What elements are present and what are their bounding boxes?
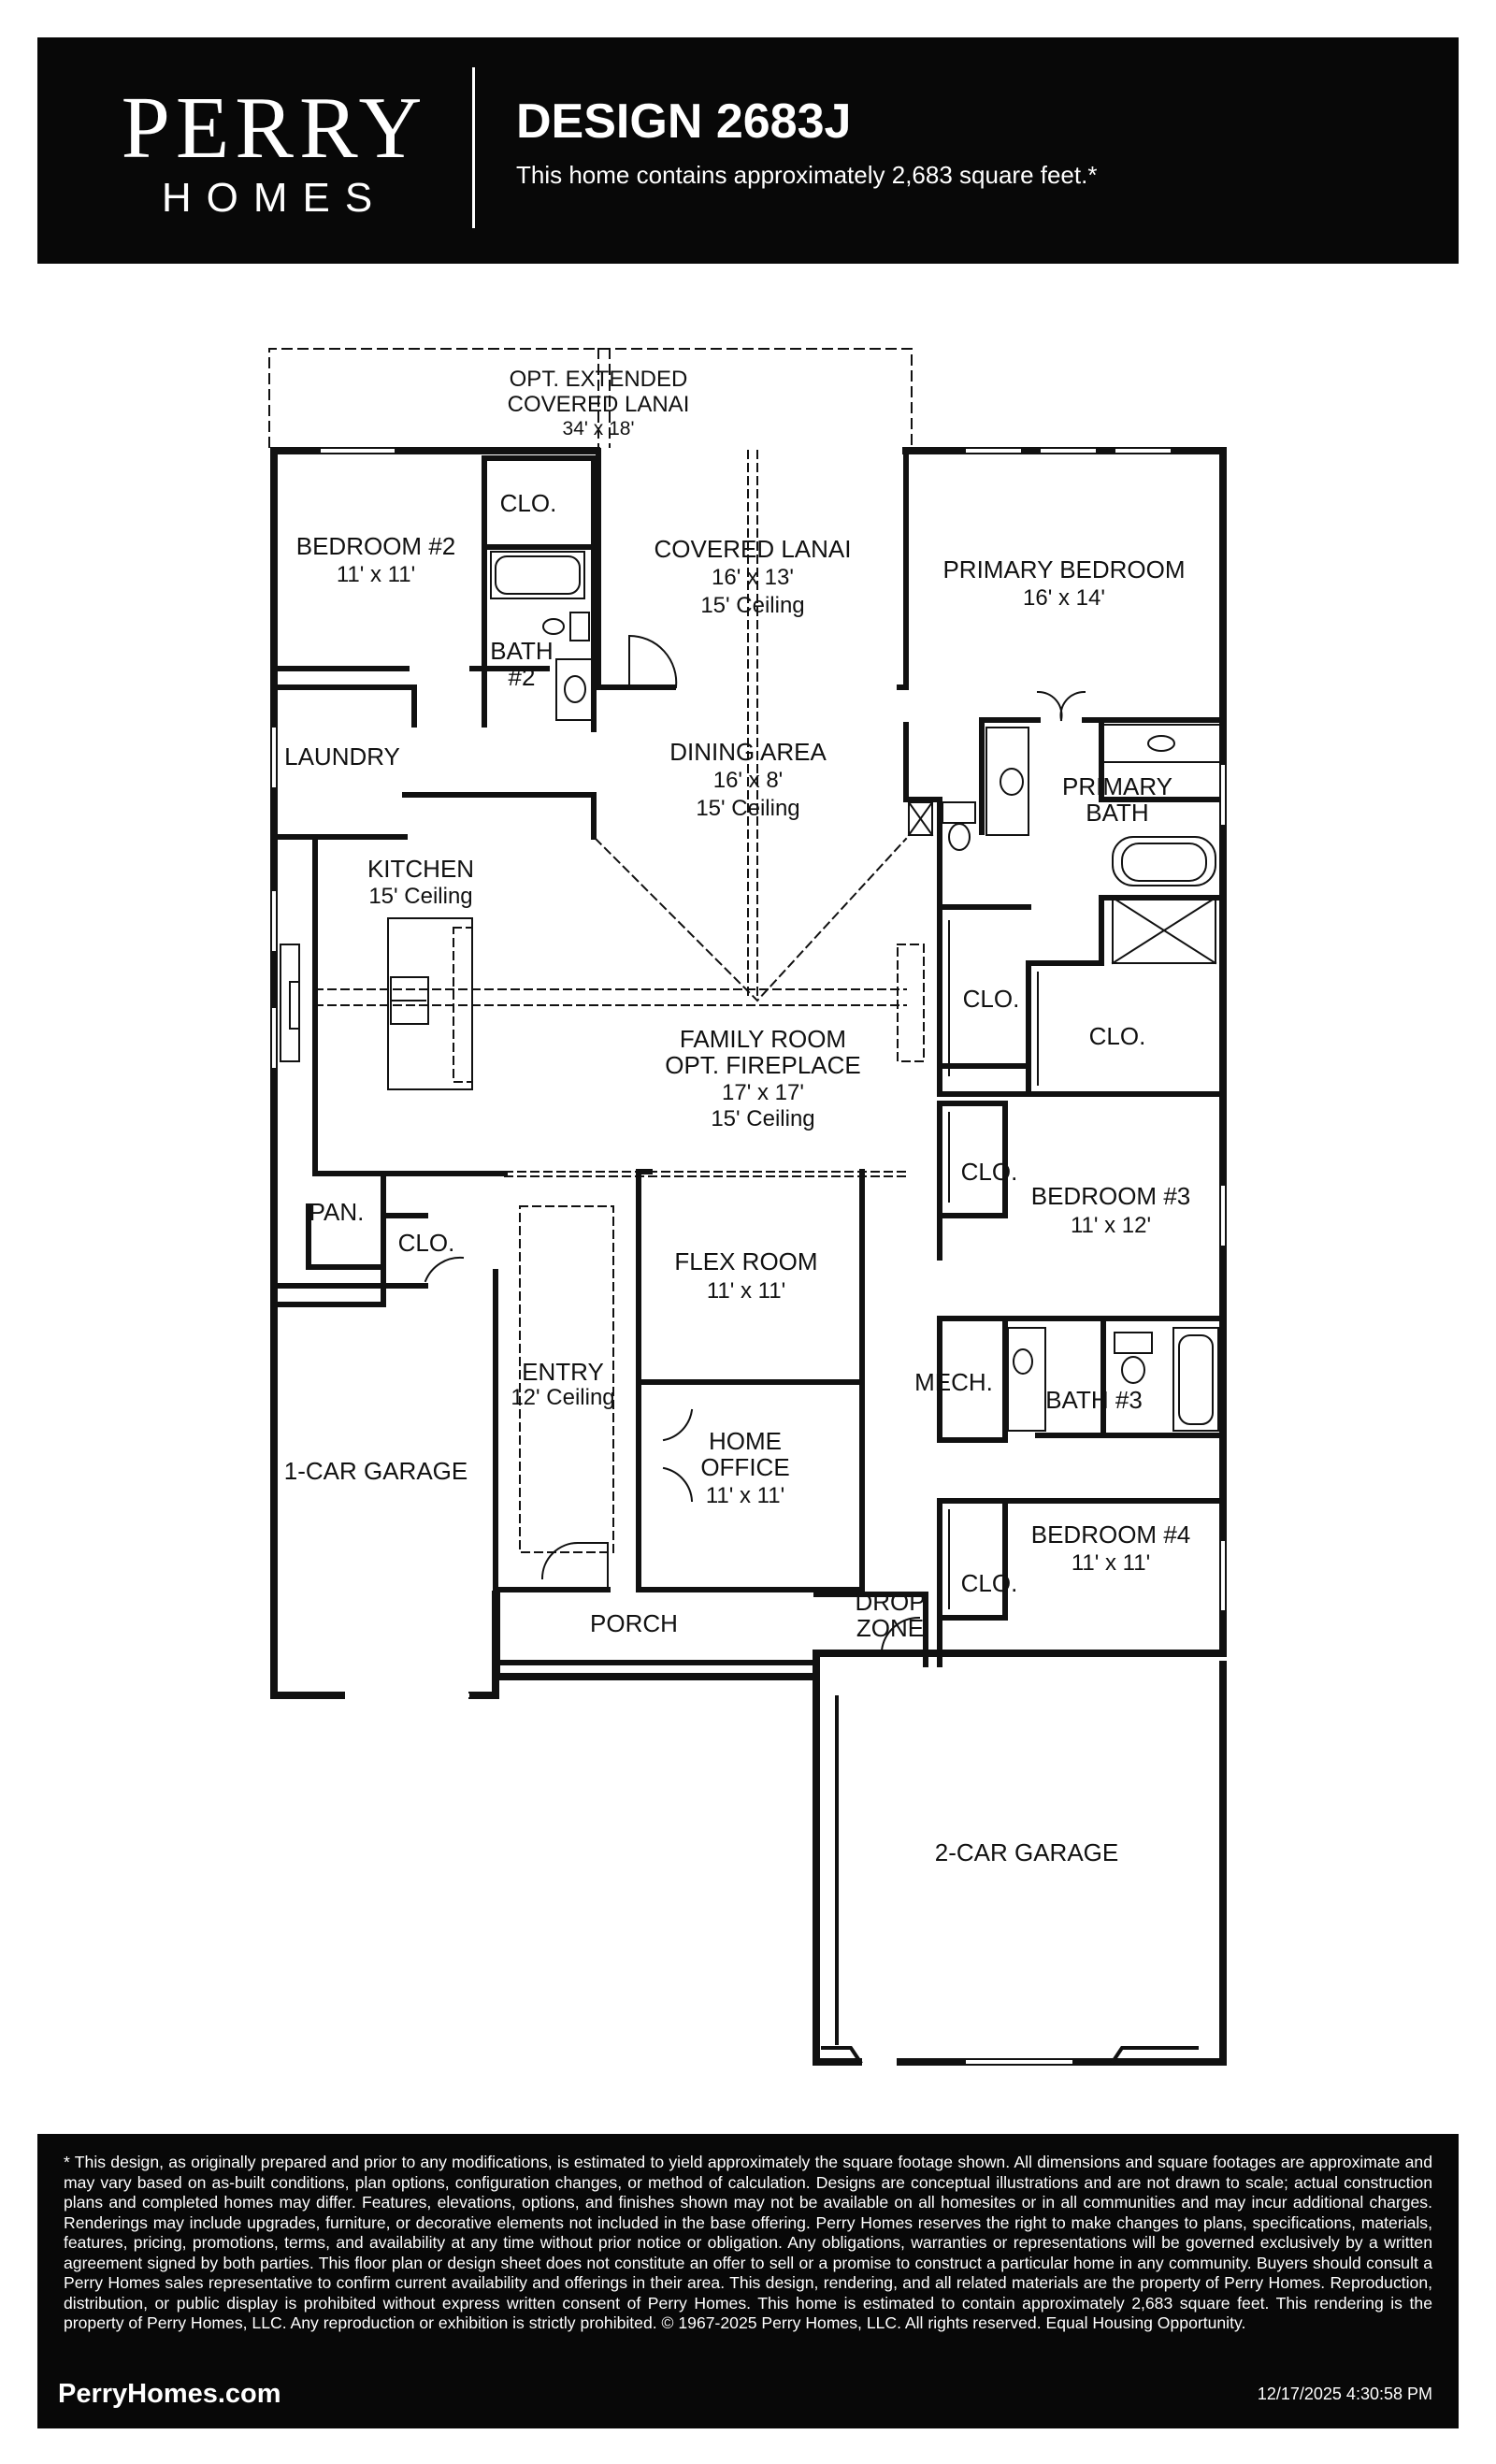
- dining-area-size: 16' x 8': [713, 768, 784, 793]
- primary-closet-2-label: CLO.: [1089, 1022, 1146, 1050]
- covered-lanai-size: 16' x 13': [712, 565, 794, 590]
- header-banner: PERRY HOMES DESIGN 2683J This home conta…: [37, 37, 1459, 264]
- room-labels: OPT. EXTENDED COVERED LANAI 34' x 18' BE…: [284, 367, 1191, 1866]
- bath-fixtures: [485, 462, 1221, 1609]
- garage-door: [821, 1695, 1199, 2065]
- design-title: DESIGN 2683J: [516, 94, 852, 149]
- bath-2-label-1: BATH: [490, 637, 553, 665]
- kitchen-label: KITCHEN: [367, 855, 474, 883]
- brand-logo-homes: HOMES: [161, 175, 388, 221]
- flex-room-size: 11' x 11': [707, 1278, 785, 1304]
- pantry-label: PAN.: [309, 1198, 365, 1226]
- home-office-label-2: OFFICE: [700, 1453, 789, 1481]
- dining-area-label: DINING AREA: [669, 738, 827, 766]
- bedroom-2-label: BEDROOM #2: [296, 532, 456, 560]
- bedroom-2-closet-label: CLO.: [500, 489, 557, 517]
- bedroom-3-size: 11' x 12': [1071, 1213, 1151, 1238]
- garage-1-label: 1-CAR GARAGE: [284, 1457, 468, 1485]
- print-timestamp: 12/17/2025 4:30:58 PM: [1257, 2385, 1432, 2403]
- bedroom-3-closet-label: CLO.: [961, 1158, 1018, 1186]
- disclaimer-text: * This design, as originally prepared an…: [64, 2153, 1432, 2332]
- windows: [272, 449, 1225, 2064]
- door-swings: [424, 634, 1086, 1652]
- website-link[interactable]: PerryHomes.com: [58, 2379, 281, 2409]
- bedroom-2-size: 11' x 11': [337, 562, 415, 587]
- bath-3-label: BATH #3: [1045, 1386, 1143, 1414]
- drop-zone-label-2: ZONE: [856, 1614, 924, 1642]
- opt-extended-lanai-outline: [268, 348, 913, 448]
- garage-2-label: 2-CAR GARAGE: [935, 1838, 1119, 1866]
- primary-closet-1-label: CLO.: [963, 985, 1020, 1013]
- opt-extended-lanai-size: 34' x 18': [563, 418, 635, 439]
- flex-room-label: FLEX ROOM: [674, 1247, 817, 1275]
- entry-label: ENTRY: [522, 1358, 604, 1386]
- hall-closet-label: CLO.: [398, 1229, 455, 1257]
- covered-lanai-ceiling: 15' Ceiling: [700, 593, 804, 618]
- porch-label: PORCH: [590, 1609, 678, 1637]
- primary-bath-label-1: PRIMARY: [1062, 772, 1172, 800]
- dining-area-ceiling: 15' Ceiling: [696, 796, 799, 821]
- laundry-label: LAUNDRY: [284, 742, 400, 771]
- interior-walls: [271, 448, 1226, 1698]
- opt-extended-lanai-label-1: OPT. EXTENDED: [510, 367, 688, 392]
- family-room-ceiling: 15' Ceiling: [711, 1106, 814, 1131]
- bedroom-4-closet-label: CLO.: [961, 1569, 1018, 1597]
- drop-zone-label-1: DROP: [855, 1588, 925, 1616]
- primary-bedroom-label: PRIMARY BEDROOM: [942, 555, 1185, 584]
- family-room-option: OPT. FIREPLACE: [665, 1051, 861, 1079]
- home-office-size: 11' x 11': [706, 1483, 784, 1508]
- opt-extended-lanai-label-2: COVERED LANAI: [508, 392, 690, 417]
- header-divider: [472, 67, 475, 228]
- family-room-size: 17' x 17': [722, 1080, 804, 1105]
- kitchen-ceiling: 15' Ceiling: [368, 884, 472, 909]
- brand-logo-perry: PERRY: [121, 79, 428, 177]
- mech-label: MECH.: [914, 1368, 993, 1396]
- home-office-label-1: HOME: [709, 1427, 782, 1455]
- design-subtitle: This home contains approximately 2,683 s…: [516, 161, 1098, 189]
- footer-banner: * This design, as originally prepared an…: [37, 2134, 1459, 2428]
- bedroom-4-size: 11' x 11': [1072, 1550, 1150, 1576]
- primary-bedroom-size: 16' x 14': [1023, 585, 1105, 611]
- entry-ceiling: 12' Ceiling: [511, 1385, 614, 1410]
- family-room-label: FAMILY ROOM: [680, 1025, 846, 1053]
- covered-lanai-label: COVERED LANAI: [654, 535, 852, 563]
- bath-2-label-2: #2: [509, 663, 536, 691]
- ceiling-dashed-lines: [314, 450, 925, 1553]
- primary-bath-label-2: BATH: [1086, 799, 1148, 827]
- bedroom-3-label: BEDROOM #3: [1031, 1182, 1191, 1210]
- kitchen-island: [280, 917, 473, 1090]
- bedroom-4-label: BEDROOM #4: [1031, 1520, 1191, 1549]
